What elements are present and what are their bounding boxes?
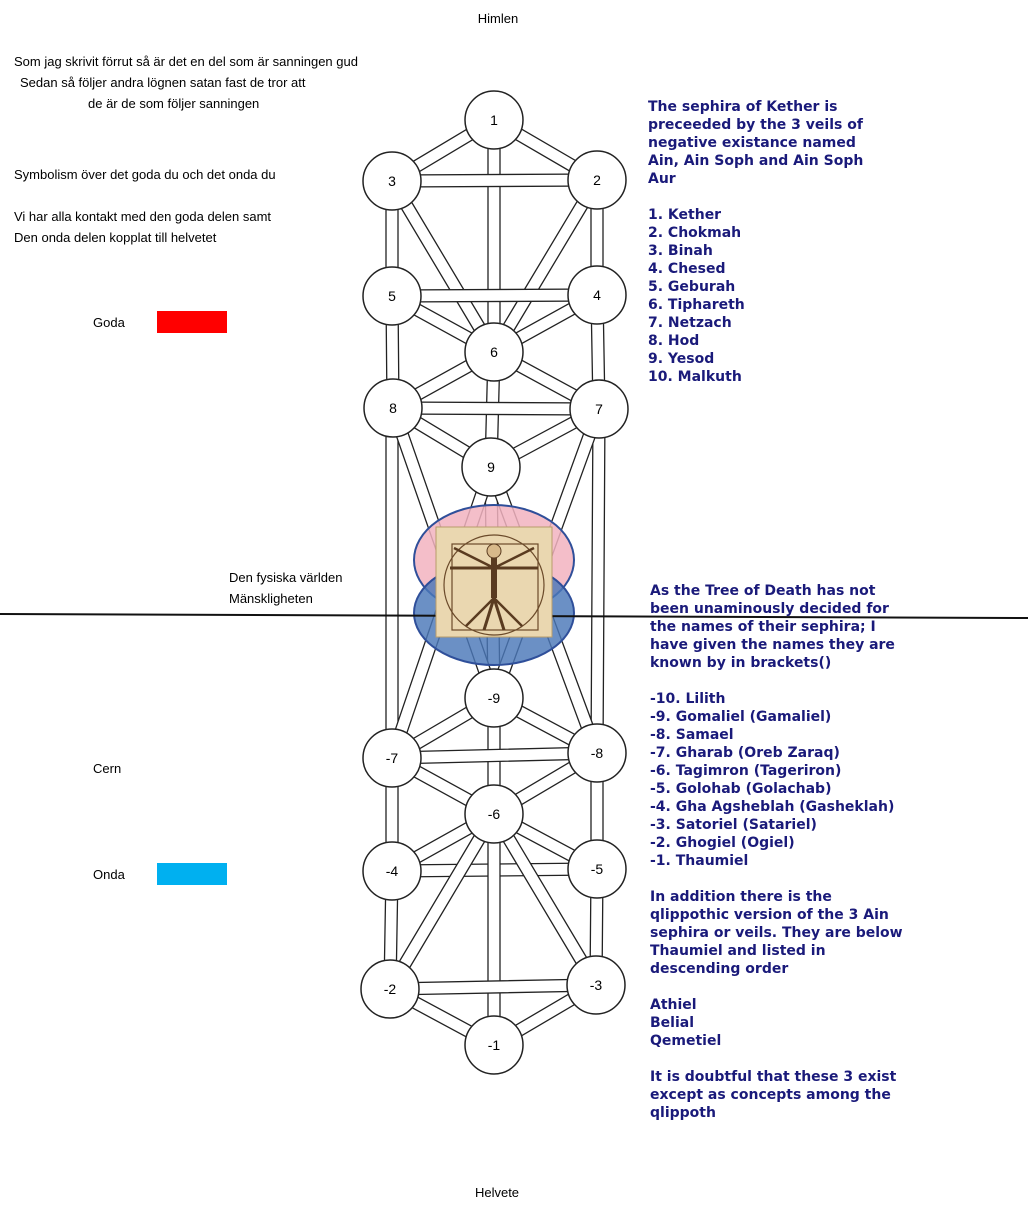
vitruvian-circle <box>443 534 545 636</box>
tree-path <box>391 746 598 765</box>
tree-path <box>391 173 598 188</box>
connector-path-right <box>590 408 606 754</box>
sephira-label: 1 <box>490 112 498 128</box>
good-label: Goda <box>93 315 125 330</box>
tree-path <box>391 288 598 303</box>
sephira-label: -5 <box>591 861 604 877</box>
sephira-node-5: 5 <box>362 266 422 326</box>
upper-sephira-text: The sephira of Kether is preceeded by th… <box>648 99 864 385</box>
sephira-label: 6 <box>490 344 498 360</box>
lower-qlippoth-text: As the Tree of Death has not been unamin… <box>650 583 903 1121</box>
sephira-node-3: 3 <box>362 151 422 211</box>
sephira-label: -7 <box>386 750 399 766</box>
sephira-node-4: 4 <box>567 265 627 325</box>
connector-path-left <box>385 407 399 759</box>
contact-line-1: Vi har alla kontakt med den goda delen s… <box>14 209 272 224</box>
sephira-label: -8 <box>591 745 604 761</box>
vitruvian-arm-up-right <box>493 546 535 570</box>
qlippa-node-neg8: -8 <box>567 723 627 783</box>
heaven-label: Himlen <box>477 11 519 26</box>
intro-line-3: de är de som följer sanningen <box>88 96 260 111</box>
vitruvian-leg-right <box>492 597 506 631</box>
sephira-label: -4 <box>386 863 399 879</box>
evil-label: Onda <box>93 867 125 882</box>
vitruvian-leg-left <box>482 597 496 631</box>
sephira-label: -3 <box>590 977 603 993</box>
vitruvian-leg-spread-right <box>493 597 523 627</box>
humanity-label: Mänskligheten <box>229 591 313 606</box>
tree-path <box>487 813 501 1046</box>
intro-line-1: Som jag skrivit förrut så är det en del … <box>14 54 358 69</box>
sephira-label: -6 <box>488 806 501 822</box>
physical-world-label: Den fysiska världen <box>229 570 343 585</box>
sephira-label: -1 <box>488 1037 501 1053</box>
qlippa-node-neg4: -4 <box>362 841 422 901</box>
intro-line-2: Sedan så följer andra lögnen satan fast … <box>20 75 306 90</box>
contact-line-2: Den onda delen kopplat till helvetet <box>14 230 217 245</box>
symbolism-line: Symbolism över det goda du och det onda … <box>14 167 276 182</box>
qlippa-node-neg7: -7 <box>362 728 422 788</box>
evil-color-swatch <box>157 863 227 885</box>
qlippa-node-neg9: -9 <box>464 668 524 728</box>
qlippa-node-neg1: -1 <box>464 1015 524 1075</box>
qlippa-node-neg6: -6 <box>464 784 524 844</box>
sephira-node-6: 6 <box>464 322 524 382</box>
sephira-label: -2 <box>384 981 397 997</box>
sephira-label: 4 <box>593 287 601 303</box>
sephira-label: 5 <box>388 288 396 304</box>
hell-label: Helvete <box>474 1185 520 1200</box>
tree-path <box>389 978 597 996</box>
sephira-node-9: 9 <box>461 437 521 497</box>
tree-path <box>392 401 600 416</box>
qlippa-node-neg5: -5 <box>567 839 627 899</box>
sephira-label: 8 <box>389 400 397 416</box>
sephira-node-7: 7 <box>569 379 629 439</box>
cern-label: Cern <box>93 761 122 776</box>
vitruvian-leg-spread-left <box>465 597 495 627</box>
sephira-node-2: 2 <box>567 150 627 210</box>
sephira-node-1: 1 <box>464 90 524 150</box>
vitruvian-arm-up-left <box>453 546 495 570</box>
sephira-label: 9 <box>487 459 495 475</box>
sephira-label: 3 <box>388 173 396 189</box>
good-color-swatch <box>157 311 227 333</box>
sephira-node-8: 8 <box>363 378 423 438</box>
tree-path <box>487 119 501 353</box>
vitruvian-head <box>486 543 502 559</box>
sephira-label: -9 <box>488 690 501 706</box>
qlippa-node-neg2: -2 <box>360 959 420 1019</box>
qlippa-node-neg3: -3 <box>566 955 626 1015</box>
sephira-label: 2 <box>593 172 601 188</box>
sephira-label: 7 <box>595 401 603 417</box>
